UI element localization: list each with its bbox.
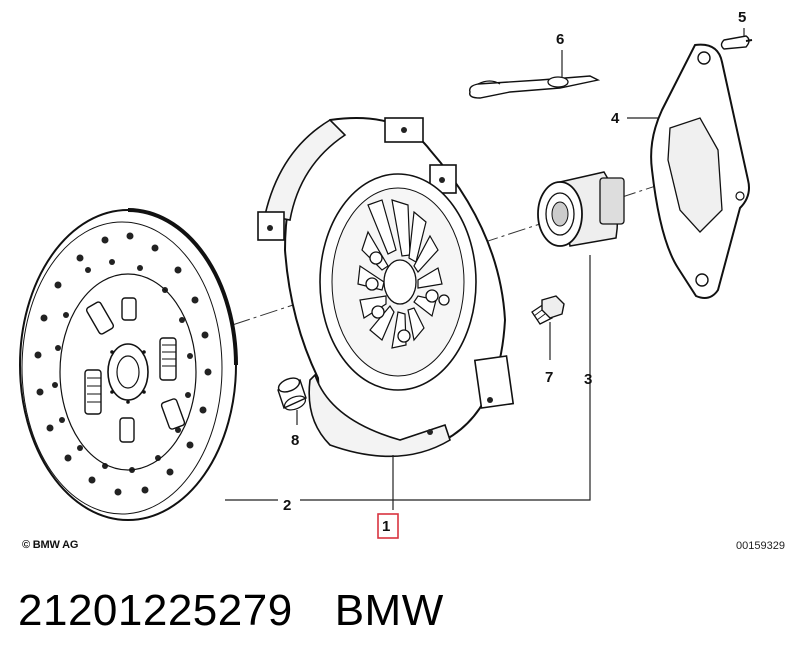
clutch-exploded-diagram: 1 2 3 4 5 6 7 8	[19, 9, 753, 539]
callout-4[interactable]: 4	[611, 110, 620, 127]
clutch-disc	[19, 208, 238, 521]
part-number: 21201225279	[18, 586, 293, 635]
callout-3[interactable]: 3	[584, 371, 592, 388]
callout-1[interactable]: 1	[382, 518, 390, 535]
callout-6[interactable]: 6	[556, 31, 564, 48]
callout-7[interactable]: 7	[545, 369, 553, 386]
footer-caption: 21201225279 BMW	[18, 586, 444, 636]
callout-2[interactable]: 2	[283, 497, 291, 514]
callout-5[interactable]: 5	[738, 9, 746, 26]
pressure-plate-assembly	[257, 117, 515, 458]
fork-pivot-pin	[720, 35, 753, 50]
dowel-sleeve	[277, 377, 307, 411]
release-bearing	[537, 171, 625, 247]
hex-bolt	[531, 295, 565, 325]
leader-lines	[225, 28, 745, 510]
retaining-spring-clip	[468, 75, 601, 99]
copyright-label: © BMW AG	[22, 539, 79, 551]
drawing-number: 00159329	[736, 540, 785, 552]
callout-8[interactable]: 8	[291, 432, 299, 449]
brand-name: BMW	[334, 586, 444, 635]
callout-1-highlight-box	[377, 513, 399, 539]
release-fork	[650, 43, 750, 299]
